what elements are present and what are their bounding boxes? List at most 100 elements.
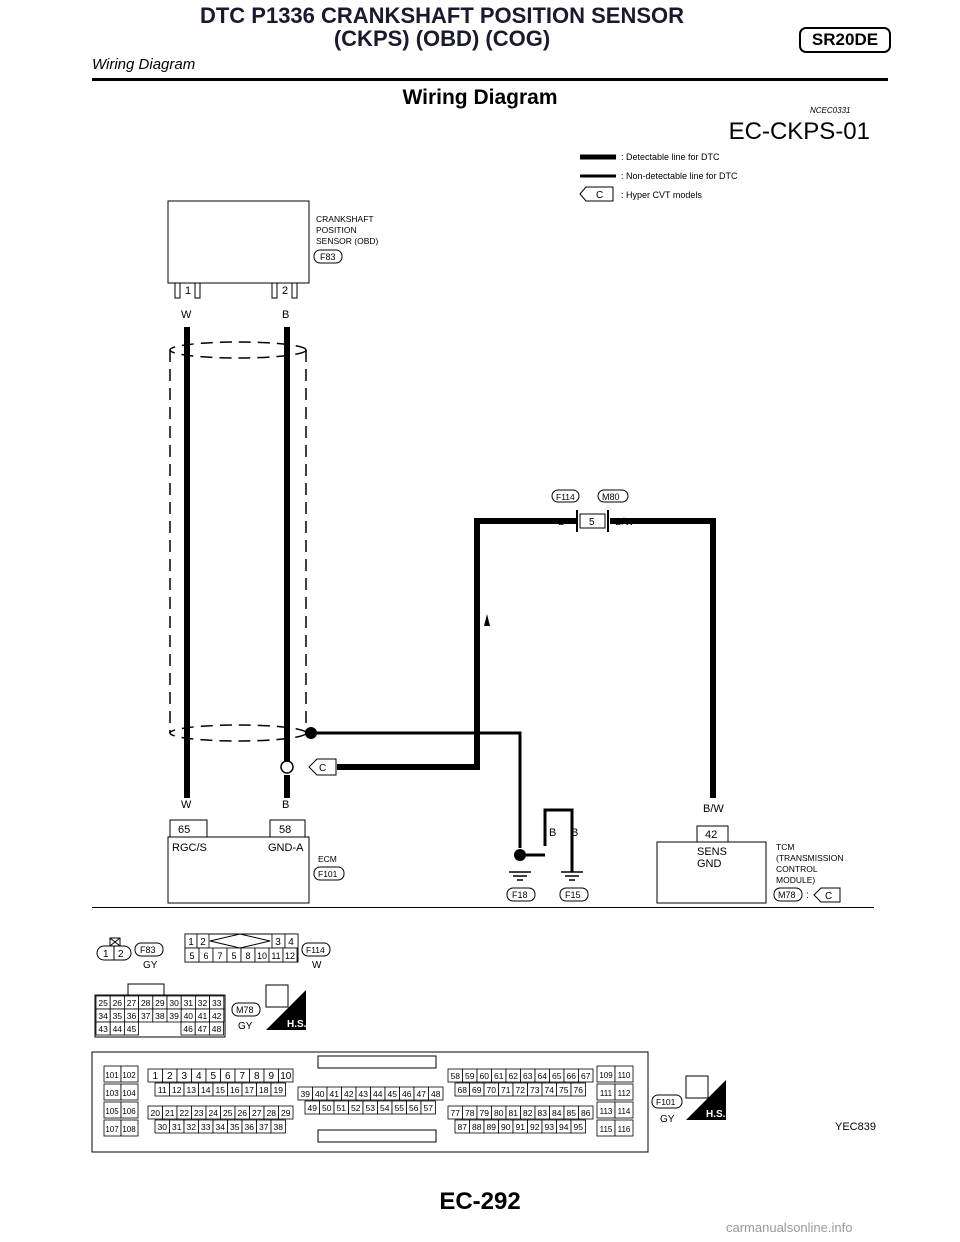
f101-b1r2-pin: 19 — [274, 1085, 284, 1095]
hyper-symbol-icon — [579, 186, 614, 202]
f83-color: GY — [143, 960, 158, 971]
f101-b3r2-pin: 75 — [559, 1085, 569, 1095]
ecm-wire-b: B — [282, 799, 289, 811]
f101-b3r3-pin: 81 — [509, 1108, 519, 1118]
sensor-pin-2: 2 — [282, 285, 288, 297]
f101-b3r2-pin: 71 — [501, 1085, 511, 1095]
f114-r2-pin: 10 — [257, 951, 267, 961]
f114-r1a-pin: 2 — [200, 937, 206, 948]
junction-wire-right: B/W — [615, 517, 634, 528]
f101-b1r4-pin: 37 — [259, 1122, 269, 1132]
ecm-pin-a: 65 — [178, 824, 190, 836]
f101-b2r1-cell — [428, 1086, 444, 1101]
junction-pin: 5 — [589, 517, 595, 528]
f101-b1r1-pin: 7 — [239, 1071, 245, 1082]
f114-r2-cell — [282, 947, 298, 963]
m78-r3b-pin: 46 — [183, 1024, 193, 1034]
f101-b1r2-pin: 13 — [187, 1085, 197, 1095]
junction-conn-right-badge — [597, 489, 629, 503]
f101-b1r2-pin: 16 — [230, 1085, 240, 1095]
f101-top-latch — [317, 1055, 437, 1069]
f101-b3r3-pin: 82 — [523, 1108, 533, 1118]
junction-conn-left: F114 — [556, 492, 575, 502]
f114-name: F114 — [306, 945, 325, 955]
f101-left-pin: 108 — [122, 1125, 136, 1134]
f101-badge — [651, 1094, 683, 1109]
f101-b1r3-pin: 24 — [209, 1108, 219, 1118]
f114-r2-pin: 7 — [217, 951, 222, 961]
f101-b1r3-cell — [278, 1105, 294, 1120]
m78-r3b-cell — [208, 1021, 224, 1036]
f101-b3r3-pin: 77 — [451, 1108, 461, 1118]
f101-b3r4-pin: 93 — [545, 1122, 555, 1132]
f101-b3r3-cell — [578, 1105, 594, 1120]
header-rule — [92, 78, 888, 81]
f101-b1r3-pin: 27 — [252, 1108, 262, 1118]
f101-right-pin: 114 — [618, 1107, 631, 1116]
f101-left-pin: 106 — [122, 1107, 136, 1116]
tcm-term-2: GND — [697, 858, 722, 870]
sensor-connector: F83 — [320, 252, 336, 262]
f101-b3r2-cell — [570, 1082, 586, 1097]
tcm-connector: M78 — [778, 890, 796, 900]
m78-r3a-cell — [124, 1021, 140, 1036]
f101-b3r3-pin: 84 — [552, 1108, 562, 1118]
f114-r2-pin: 8 — [245, 951, 250, 961]
f101-left-cell — [120, 1065, 139, 1083]
ecm-label: ECM — [318, 854, 337, 864]
tcm-connector-badge — [773, 887, 803, 902]
f101-b1r1-pin: 2 — [167, 1071, 173, 1082]
f101-b3r1-pin: 59 — [465, 1071, 475, 1081]
f101-b3r3-pin: 83 — [538, 1108, 548, 1118]
f101-b1r4-pin: 30 — [158, 1122, 168, 1132]
ecm-pin-tabs — [169, 819, 306, 837]
f101-b2r1-pin: 47 — [417, 1089, 427, 1099]
f101-b3r4-pin: 92 — [530, 1122, 540, 1132]
f101-b1r1-pin: 5 — [210, 1071, 216, 1082]
m78-r2-pin: 41 — [198, 1011, 208, 1021]
engine-badge: SR20DE — [799, 27, 891, 53]
hs-triangle-icon — [266, 990, 306, 1030]
f101-b1r2-pin: 18 — [259, 1085, 269, 1095]
m78-r2-pin: 37 — [141, 1011, 151, 1021]
watermark: carmanualsonline.info — [726, 1220, 853, 1235]
ground-link-wire — [543, 808, 574, 872]
f101-b3r1-pin: 61 — [494, 1071, 504, 1081]
page-header-title: DTC P1336 CRANKSHAFT POSITION SENSOR (CK… — [92, 4, 792, 50]
junction-conn-left-badge — [551, 489, 580, 503]
hs-label-f101: H.S. — [706, 1109, 726, 1120]
crankshaft-position-sensor: CRANKSHAFT POSITION SENSOR (OBD) F83 1 2… — [167, 200, 379, 321]
shield-ground-wire — [311, 731, 522, 848]
grounds: B B F18 F15 — [506, 827, 589, 902]
f101-b1r1-pin: 6 — [225, 1071, 231, 1082]
f101-left-pin: 103 — [105, 1089, 119, 1098]
ground-1-label: F18 — [512, 890, 528, 900]
f101-b3r2-pin: 73 — [530, 1085, 540, 1095]
f101-b1r4-pin: 35 — [230, 1122, 240, 1132]
f101-b3r2-pin: 70 — [487, 1085, 497, 1095]
f114-r2-pin: 5 — [231, 951, 236, 961]
f101-right-pin: 116 — [618, 1125, 631, 1134]
f101-b2r1-pin: 41 — [330, 1089, 340, 1099]
f101-b3r4-pin: 87 — [458, 1122, 468, 1132]
tcm-colon: : — [806, 890, 809, 901]
f101-b3r3-pin: 79 — [480, 1108, 490, 1118]
f101-right-pin: 113 — [600, 1107, 613, 1116]
hyper-ground-wire — [337, 518, 577, 770]
m78-r1-pin: 25 — [98, 998, 108, 1008]
f101-b2r1-pin: 48 — [431, 1089, 441, 1099]
f114-r2-pin: 6 — [203, 951, 208, 961]
f101-b1r3-pin: 23 — [194, 1108, 204, 1118]
section-code: NCEC0331 — [810, 106, 851, 115]
m78-r2-pin: 42 — [212, 1011, 222, 1021]
hand-symbol-f101-icon — [685, 1075, 709, 1099]
f101-b1r2-pin: 14 — [201, 1085, 211, 1095]
f101-right-cell — [614, 1119, 634, 1137]
f83-badge — [134, 942, 164, 957]
m78-latch — [127, 983, 165, 997]
f101-right-pin: 110 — [618, 1071, 631, 1080]
f101-left-cell — [120, 1083, 139, 1101]
f101-b3r4-pin: 89 — [487, 1122, 497, 1132]
